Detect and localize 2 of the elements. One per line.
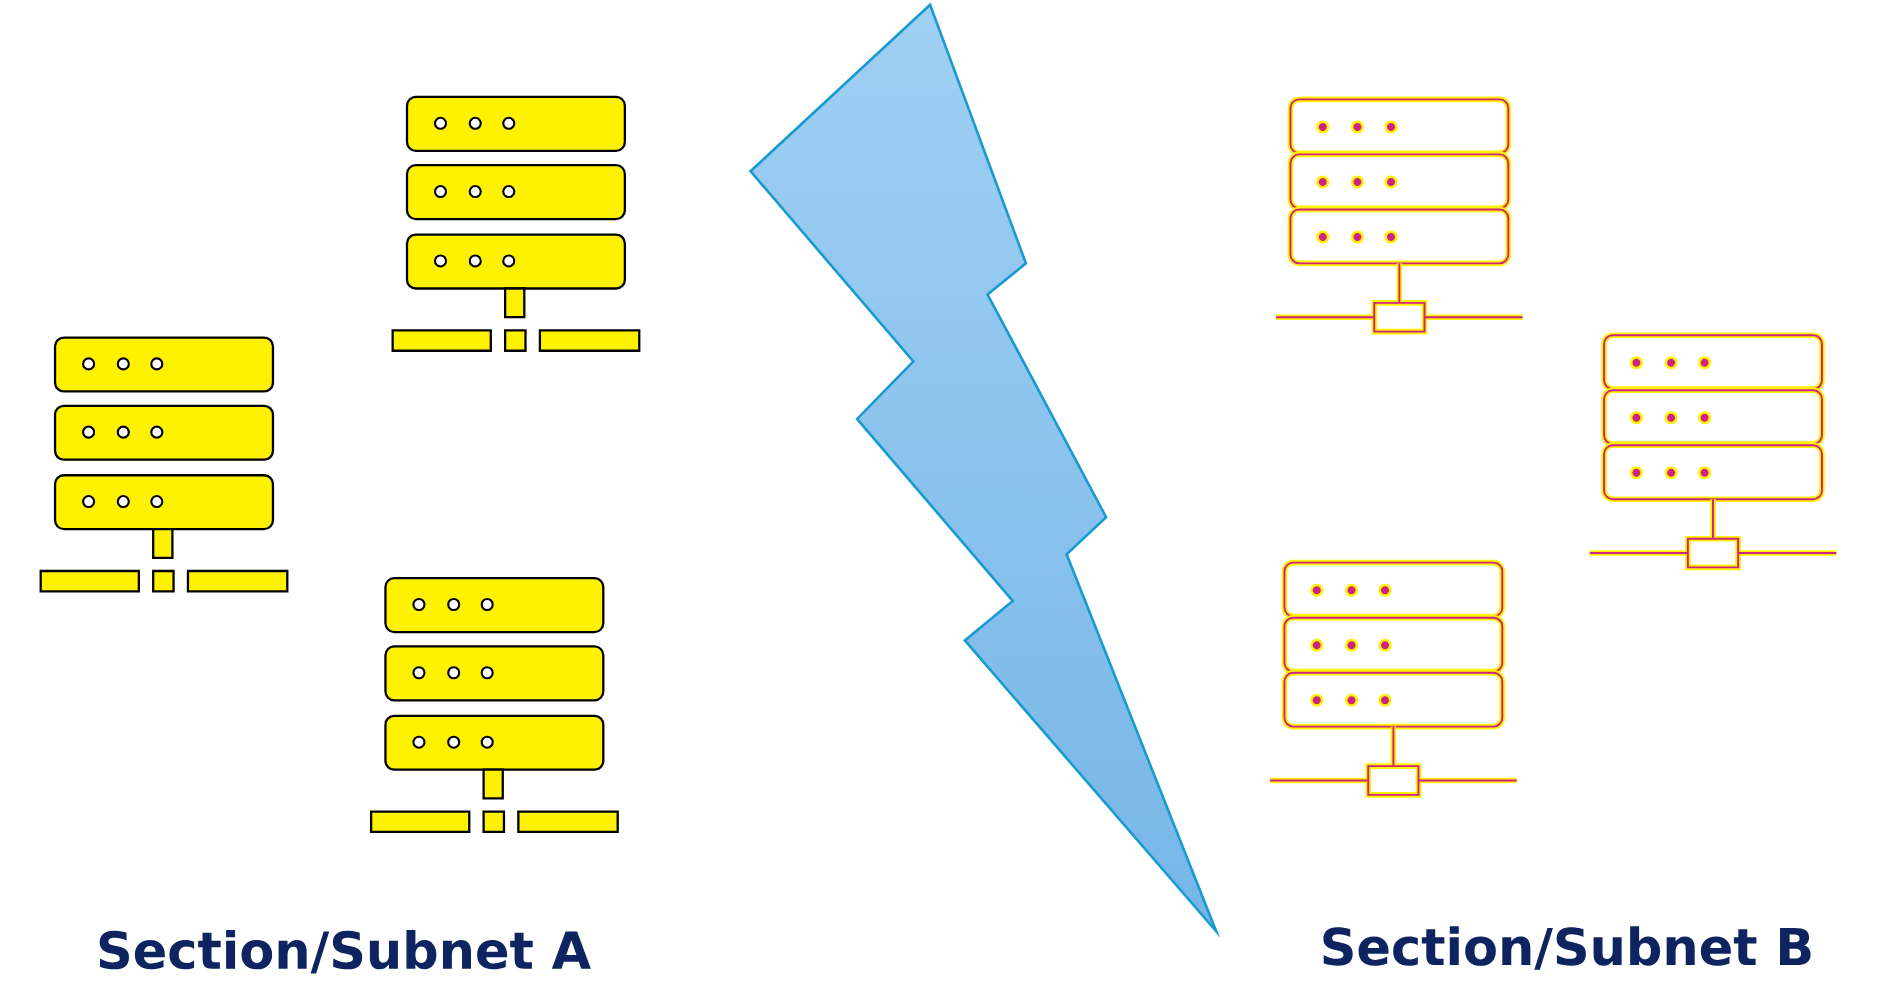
section-label: Section/Subnet A bbox=[99, 929, 591, 974]
section-label: Section/Subnet B bbox=[1323, 926, 1811, 970]
